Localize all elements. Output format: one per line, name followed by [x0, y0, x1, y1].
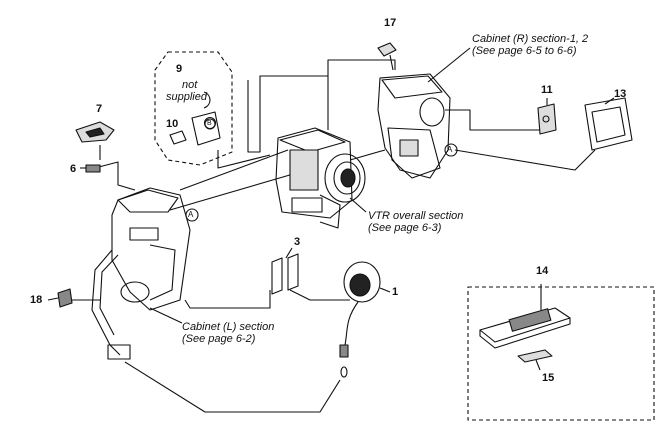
part-1-lens-cap-rim — [349, 273, 371, 297]
part-17-leader — [389, 54, 394, 71]
part-1-lens-cap — [343, 261, 381, 303]
callout-10: 10 — [166, 118, 179, 130]
connector-line-item-6 — [94, 161, 136, 191]
cabinet-left-strap-tip — [107, 344, 131, 360]
marker-a-left-circle — [185, 208, 199, 222]
connector-line-diagonal-2 — [169, 171, 301, 211]
part-1-cord-end — [340, 366, 348, 378]
leader-1 — [379, 287, 391, 293]
vtr-lens-ring-outer — [324, 153, 366, 203]
leader-cabinet-l — [149, 307, 183, 324]
part-7-slot — [85, 127, 105, 138]
callout-13: 13 — [614, 88, 627, 100]
cabinet-left-housing — [111, 187, 191, 311]
cabinet-l-page-ref: (See page 6-2) — [182, 333, 256, 345]
part-18-pad — [57, 288, 73, 308]
marker-a-right-circle — [444, 143, 458, 157]
connector-line-item-13 — [454, 149, 596, 171]
leader-13 — [604, 97, 615, 105]
part-15-cover — [517, 349, 553, 363]
cabinet-left-buttons — [129, 227, 159, 241]
cabinet-right-top — [381, 75, 443, 99]
cabinet-left-grip — [120, 281, 150, 303]
vtr-mechanism-frame — [275, 127, 353, 219]
connector-line-item-3 — [184, 290, 271, 309]
part-10 — [169, 130, 187, 145]
part-9-clip — [191, 111, 221, 146]
not-supplied-dashed-outline — [154, 51, 233, 166]
cabinet-r-page-ref: (See page 6-5 to 6-6) — [472, 45, 577, 57]
leader-cabinet-r — [427, 47, 471, 83]
cabinet-left-strap-inner — [99, 254, 119, 336]
part-13-frame — [584, 97, 633, 151]
marker-a-left: A — [188, 210, 194, 219]
cabinet-left-strap — [91, 249, 121, 356]
cabinet-left-top-panel — [117, 189, 179, 213]
callout-17: 17 — [384, 17, 397, 29]
vtr-lens-core — [340, 168, 356, 188]
cabinet-right-housing — [377, 73, 451, 179]
part-14-remote-side — [479, 318, 571, 349]
connector-line-bottom — [124, 361, 341, 413]
vtr-page-ref: (See page 6-3) — [368, 222, 442, 234]
accessory-dashed-box — [467, 286, 655, 421]
part-6-pin — [85, 164, 101, 173]
callout-7: 7 — [96, 103, 103, 115]
part-9-arrow — [203, 91, 211, 109]
marker-b-circle — [203, 116, 217, 130]
not-supplied-note-line1: not — [182, 79, 198, 91]
not-supplied-note-line2: supplied — [166, 91, 207, 103]
vtr-mechanism-block — [289, 149, 319, 191]
vtr-lens-ring-inner — [333, 161, 361, 195]
leader-18 — [47, 297, 59, 301]
part-3-bracket-b — [287, 253, 299, 291]
part-13-inner — [591, 106, 626, 143]
connector-line-item-11 — [445, 109, 540, 131]
vtr-side-bracket — [319, 194, 341, 229]
cabinet-l-section-label: Cabinet (L) section — [182, 321, 275, 333]
vtr-section-label: VTR overall section — [368, 210, 464, 222]
callout-11: 11 — [541, 84, 553, 96]
leader-3 — [285, 247, 293, 259]
connector-line-diagonal-1 — [179, 149, 289, 191]
cabinet-right-knob — [419, 97, 445, 127]
callout-15: 15 — [542, 372, 555, 384]
part-11 — [537, 103, 557, 135]
cabinet-r-section-label: Cabinet (R) section-1, 2 — [472, 33, 589, 45]
callout-14: 14 — [536, 265, 549, 277]
connector-line-top-loop — [247, 75, 329, 153]
connector-line-cabinet-r — [327, 59, 396, 76]
leader-vtr — [349, 197, 367, 213]
part-11-hole — [542, 115, 550, 123]
part-1-cord-clip — [339, 344, 349, 358]
callout-9: 9 — [176, 63, 183, 75]
callout-6: 6 — [70, 163, 77, 175]
part-1-cord — [344, 301, 359, 346]
connector-line-mid — [217, 150, 271, 169]
connector-line-vtr-cab-r — [349, 149, 386, 161]
callout-1: 1 — [392, 286, 399, 298]
part-14-remote-keys — [508, 308, 552, 332]
marker-a-right: A — [447, 145, 453, 154]
callout-3: 3 — [294, 236, 301, 248]
part-17 — [377, 42, 397, 57]
cabinet-right-frame — [387, 127, 441, 179]
callout-18: 18 — [30, 294, 43, 306]
leader-15 — [535, 359, 541, 371]
part-3-bracket-a — [271, 257, 283, 295]
marker-b: B — [207, 120, 212, 127]
vtr-mechanism-base — [291, 197, 323, 213]
cabinet-left-lower-panel — [149, 244, 176, 301]
vtr-mechanism-top — [279, 129, 346, 153]
connector-line-item-1 — [289, 289, 350, 301]
cabinet-right-panel — [399, 139, 419, 157]
